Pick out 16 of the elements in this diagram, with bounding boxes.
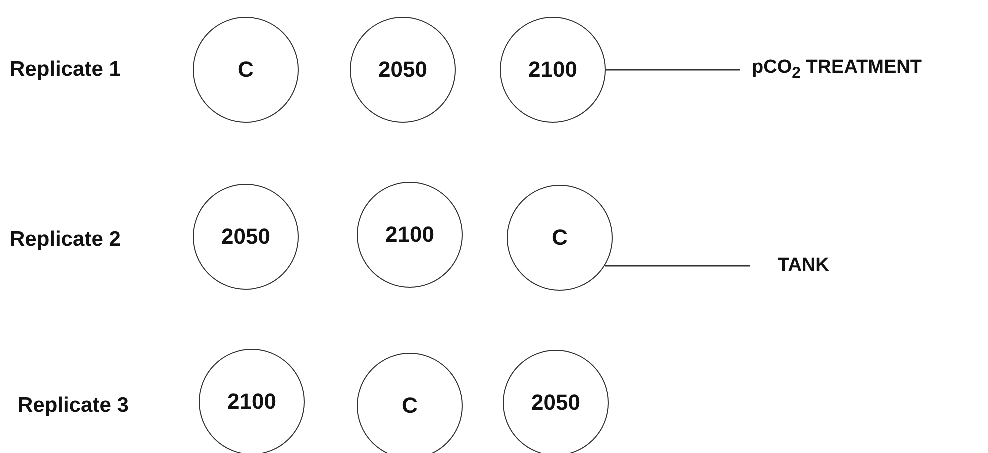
tank-circle: 2050 <box>193 184 299 290</box>
tank-circle: C <box>357 353 463 453</box>
tank-circle: C <box>507 185 613 291</box>
tank-circle: 2100 <box>357 182 463 288</box>
tank-circle: 2050 <box>503 350 609 453</box>
tank-circle: 2050 <box>350 17 456 123</box>
leader-line <box>606 69 740 71</box>
row-label: Replicate 1 <box>10 58 121 82</box>
leader-line <box>605 265 750 267</box>
tank-circle: C <box>193 17 299 123</box>
row-label: Replicate 3 <box>18 394 129 418</box>
tank-circle: 2100 <box>500 17 606 123</box>
callout-label: pCO$_{2}$ TREATMENT <box>752 57 922 83</box>
tank-circle: 2100 <box>199 349 305 453</box>
row-label: Replicate 2 <box>10 228 121 252</box>
callout-label: TANK <box>778 255 830 277</box>
